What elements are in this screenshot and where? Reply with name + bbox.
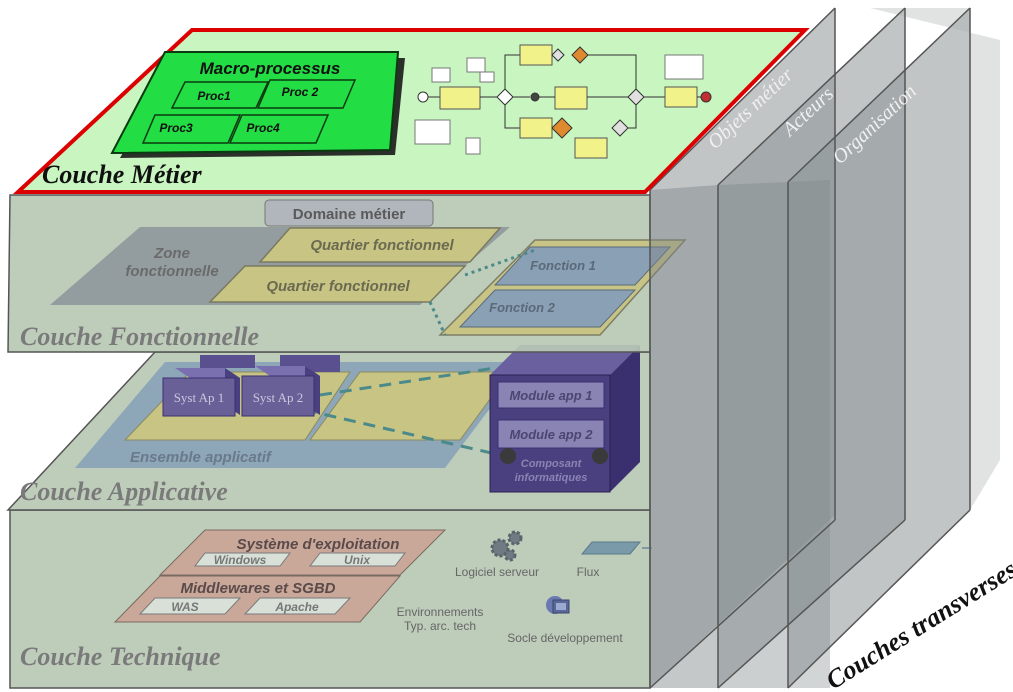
apache-box bbox=[243, 597, 352, 615]
quartier2-label: Quartier fonctionnel bbox=[266, 278, 410, 295]
proc4-label: Proc4 bbox=[246, 121, 280, 135]
fonction2-label: Fonction 2 bbox=[489, 300, 555, 315]
syst-ap1-label: Syst Ap 1 bbox=[174, 390, 225, 405]
syst-ap1-box bbox=[162, 377, 236, 417]
windows-label: Windows bbox=[214, 553, 267, 567]
zone-label-line1: Zone bbox=[153, 245, 190, 262]
zone-label-line2: fonctionnelle bbox=[125, 263, 218, 280]
module-app1-label: Module app 1 bbox=[509, 388, 592, 403]
gears-icon bbox=[490, 530, 523, 562]
module-app1-box bbox=[497, 381, 605, 409]
logiciel-label: Logiciel serveur bbox=[455, 565, 539, 579]
ensemble-label: Ensemble applicatif bbox=[130, 449, 273, 466]
socle-label: Socle développement bbox=[507, 631, 623, 645]
technique-title: Couche Technique bbox=[20, 642, 221, 671]
layer-metier: Macro-processus Proc1 Proc 2 Proc3 Proc4 bbox=[12, 28, 810, 194]
quartier1-label: Quartier fonctionnel bbox=[310, 237, 454, 254]
macro-processus-title: Macro-processus bbox=[200, 59, 341, 78]
proc1-label: Proc1 bbox=[197, 89, 231, 103]
fonction1-box bbox=[493, 246, 672, 286]
os-title: Système d'exploitation bbox=[237, 536, 400, 553]
windows-box bbox=[193, 552, 292, 567]
flux-icon bbox=[580, 541, 642, 555]
module-app2-box bbox=[497, 419, 605, 449]
connector-left bbox=[500, 448, 516, 464]
proc3-box bbox=[141, 114, 242, 144]
domaine-metier-box bbox=[264, 199, 434, 227]
fonctionnelle-title: Couche Fonctionnelle bbox=[20, 322, 259, 351]
proc1-box bbox=[170, 81, 270, 109]
unix-label: Unix bbox=[344, 553, 371, 567]
apache-label: Apache bbox=[274, 600, 319, 614]
layer-applicative: Ensemble applicatif Syst Ap 1 Syst Ap 2 … bbox=[6, 345, 651, 511]
connector-right bbox=[592, 448, 608, 464]
applicative-title: Couche Applicative bbox=[20, 477, 228, 506]
was-box bbox=[138, 597, 242, 615]
proc3-label: Proc3 bbox=[159, 121, 193, 135]
unix-box bbox=[308, 552, 407, 567]
proc2-box bbox=[256, 79, 357, 109]
metier-title: Couche Métier bbox=[42, 160, 202, 189]
syst-ap2-box bbox=[241, 375, 315, 417]
domaine-metier-label: Domaine métier bbox=[293, 206, 406, 223]
composant-label-line2: informatiques bbox=[515, 472, 588, 484]
quartier1-box bbox=[258, 227, 502, 263]
env-label-line1: Environnements bbox=[397, 605, 484, 619]
layer-fonctionnelle: Domaine métier Zone fonctionnelle Quarti… bbox=[7, 194, 687, 353]
proc2-label: Proc 2 bbox=[282, 85, 319, 99]
composant-label-line1: Composant bbox=[521, 458, 583, 470]
transverse-plane-organisation bbox=[788, 8, 970, 688]
flux-label: Flux bbox=[577, 565, 600, 579]
was-label: WAS bbox=[171, 600, 198, 614]
fonction2-box bbox=[458, 289, 637, 328]
socle-icon bbox=[546, 596, 570, 614]
bpmn-process-diagram bbox=[414, 44, 712, 159]
env-label-line2: Typ. arc. tech bbox=[404, 619, 476, 633]
fonction1-label: Fonction 1 bbox=[530, 258, 596, 273]
layer-technique: Système d'exploitation Windows Unix Midd… bbox=[9, 509, 652, 689]
proc4-box bbox=[228, 114, 330, 144]
syst-ap2-label: Syst Ap 2 bbox=[253, 390, 304, 405]
module-app2-label: Module app 2 bbox=[509, 427, 593, 442]
middleware-title: Middlewares et SGBD bbox=[180, 580, 335, 597]
